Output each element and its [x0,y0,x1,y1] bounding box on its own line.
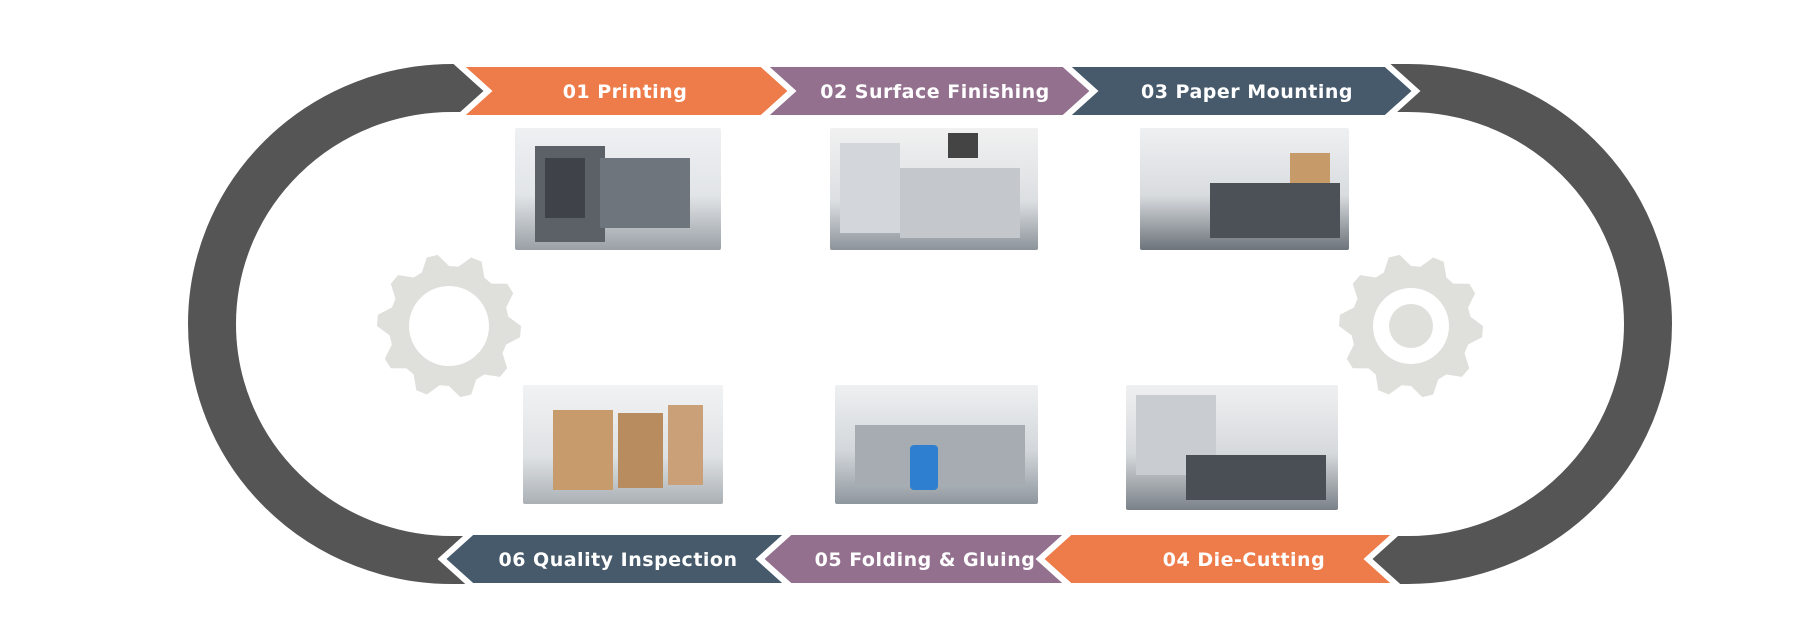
step-label: 04 Die-Cutting [1163,549,1325,571]
photo-surface-finishing [830,128,1038,250]
gear-icon [1339,254,1483,398]
photo-paper-mounting [1140,128,1349,250]
step-label: 01 Printing [563,81,688,103]
photo-quality-inspection [523,385,723,504]
step-label: 06 Quality Inspection [499,549,738,571]
step-label: 05 Folding & Gluing [815,549,1036,571]
step-01-printing: 01 Printing [450,61,797,121]
step-05-folding-gluing: 05 Folding & Gluing [755,529,1078,589]
gear-hub [1389,304,1433,348]
photo-printing-press [515,128,721,250]
step-label: 02 Surface Finishing [820,81,1050,103]
step-04-die-cutting: 04 Die-Cutting [1035,529,1406,589]
step-label: 03 Paper Mounting [1141,81,1353,103]
step-06-quality-inspection: 06 Quality Inspection [437,529,798,589]
gear-icon [377,254,521,398]
step-03-paper-mounting: 03 Paper Mounting [1056,61,1421,121]
photo-die-cutting [1126,385,1338,510]
photo-folding-gluing [835,385,1038,504]
gear-hole [409,286,489,366]
step-02-surface-finishing: 02 Surface Finishing [754,61,1099,121]
